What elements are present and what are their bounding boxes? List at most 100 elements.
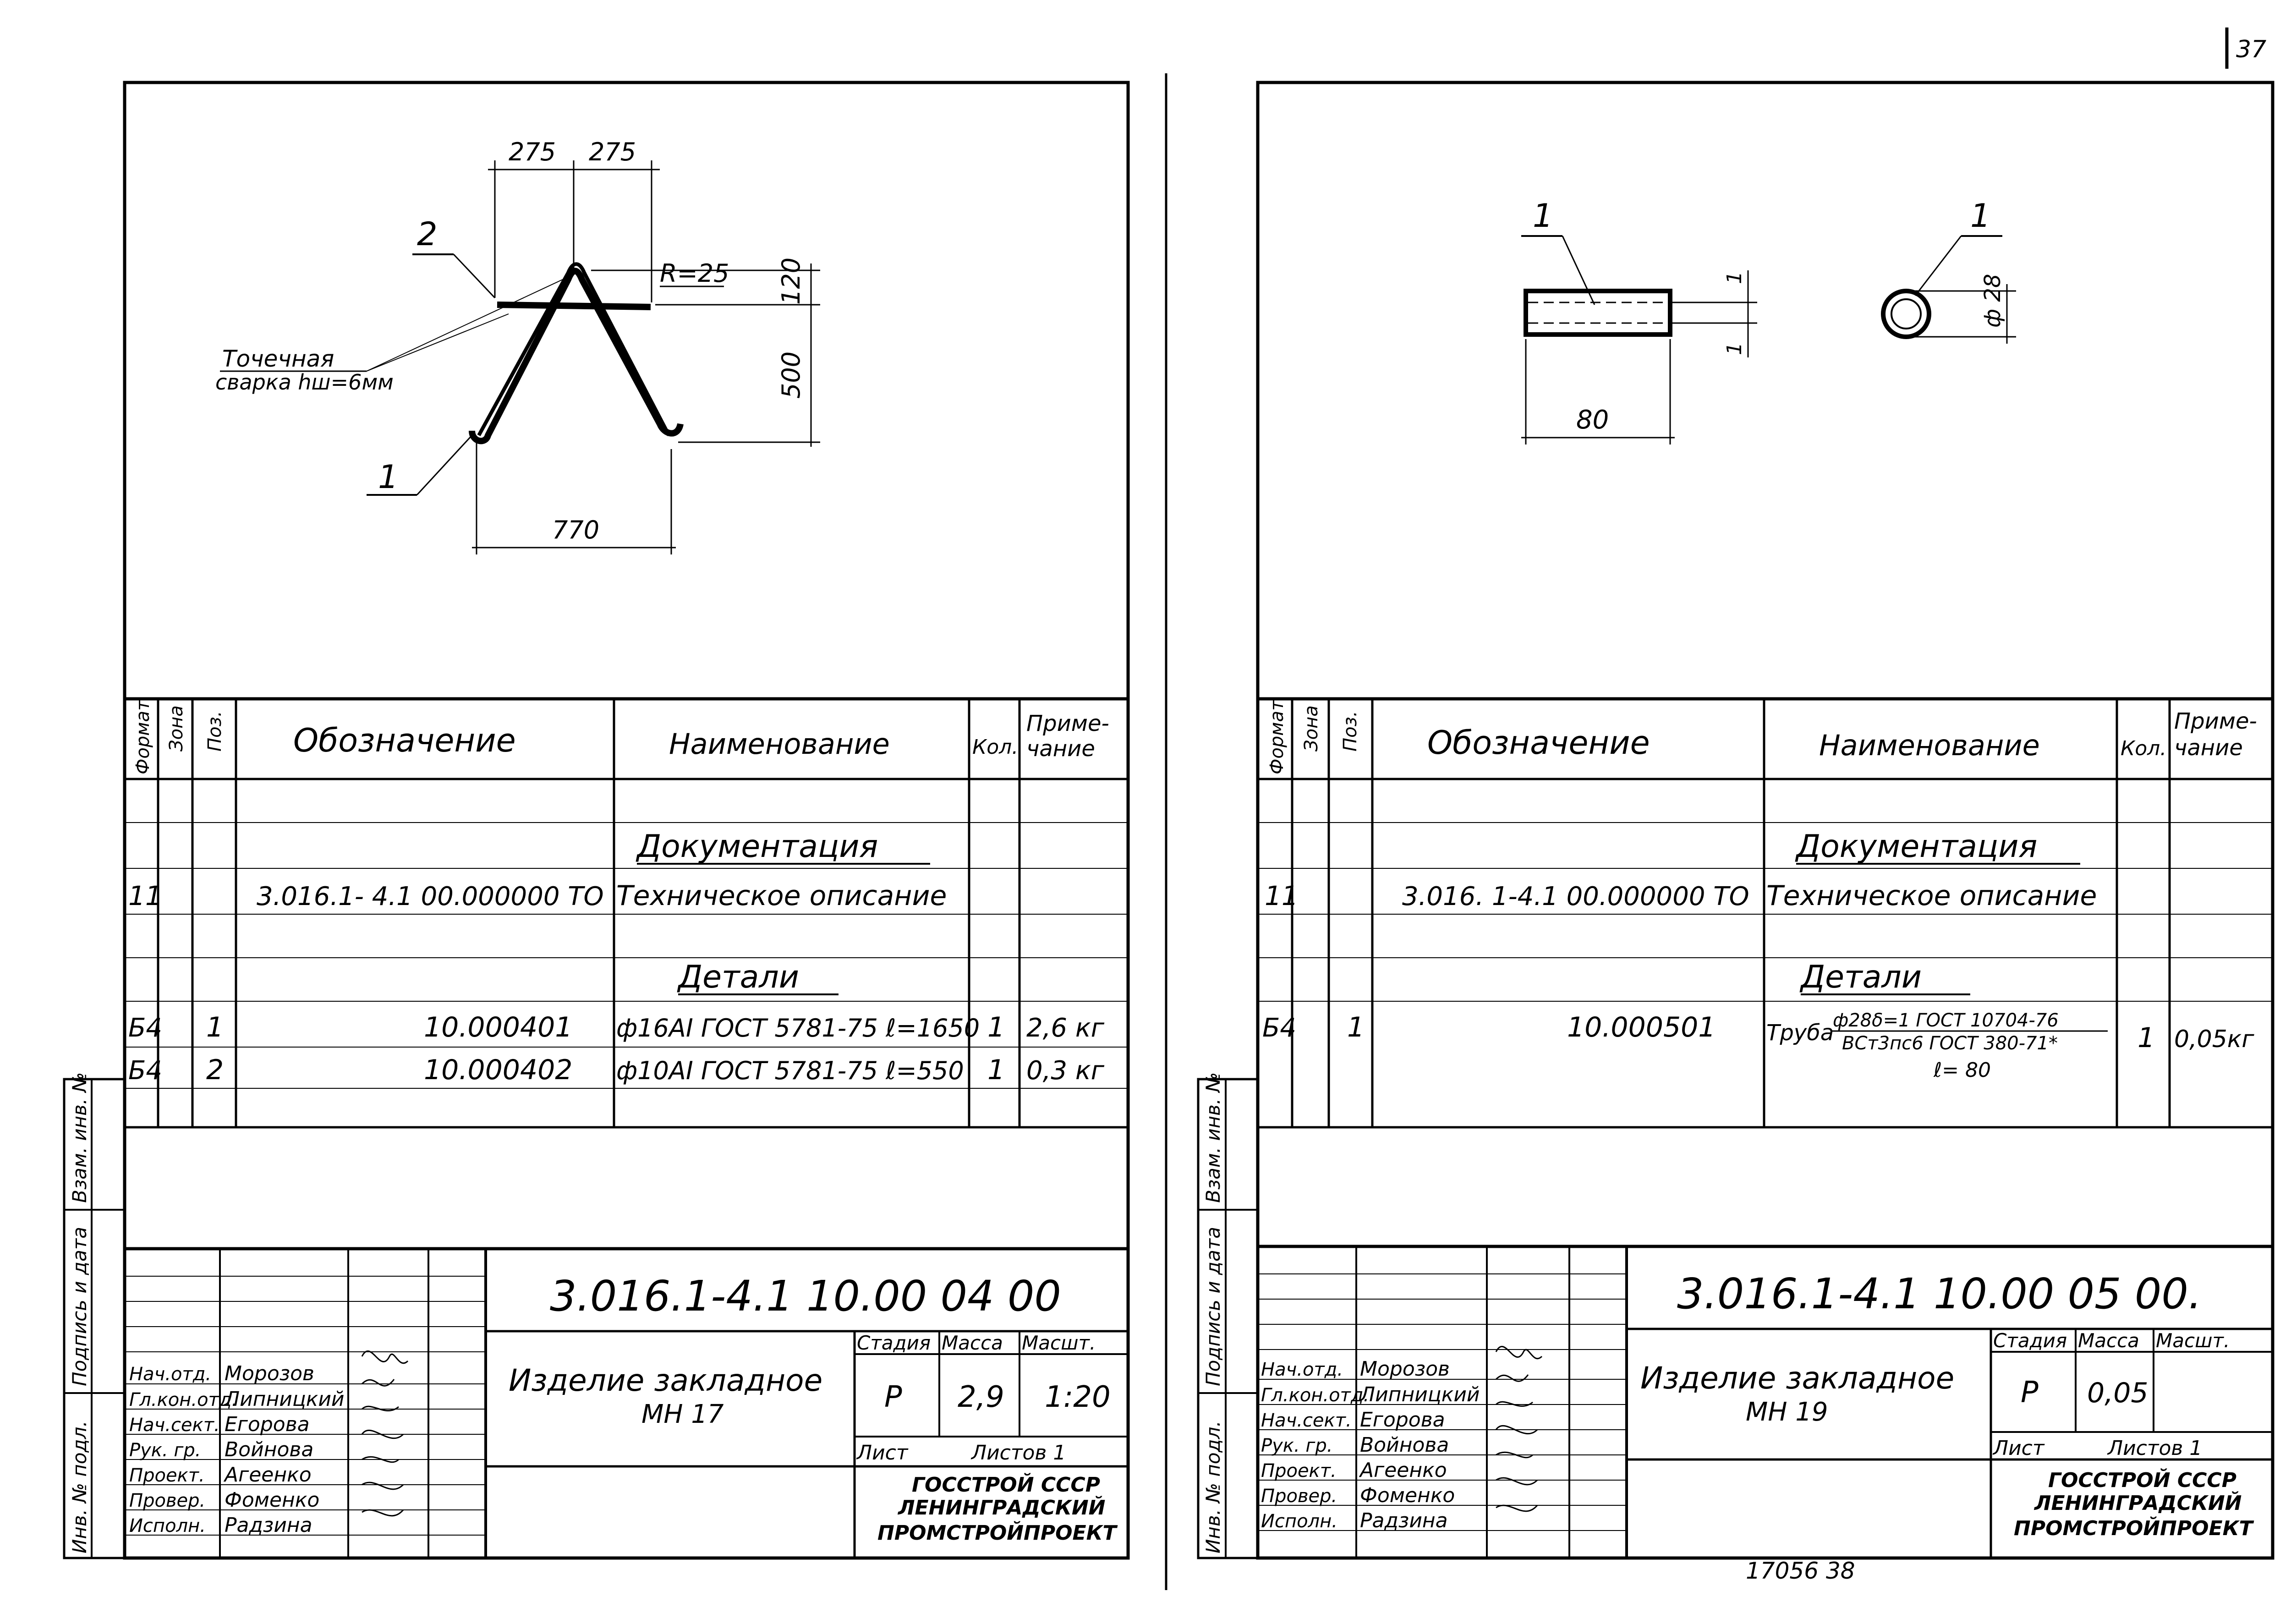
r-stage-value: Р bbox=[2021, 1376, 2039, 1410]
pos-2-label: 2 bbox=[417, 215, 438, 253]
hdr-qty: Кол. bbox=[972, 735, 1018, 759]
part-name-line1: Изделие закладное bbox=[509, 1363, 822, 1398]
hdr-note-line1: Приме- bbox=[1026, 711, 1109, 736]
section-details: Детали bbox=[677, 959, 799, 995]
right-spec-table: Формат Зона Поз. Обозначение Наименовани… bbox=[1258, 697, 2273, 1129]
r-org-line3: ПРОМСТРОЙПРОЕКТ bbox=[2014, 1516, 2254, 1540]
row1-note: 2,6 кг bbox=[1026, 1013, 1105, 1043]
row2-name: ф10АI ГОСТ 5781-75 ℓ=550 bbox=[616, 1056, 964, 1085]
r-stamp-inv-original: Инв. № подл. bbox=[1202, 1421, 1224, 1553]
r-signature-scribbles bbox=[1495, 1345, 1543, 1512]
r-org-line1: ГОССТРОЙ СССР bbox=[2048, 1468, 2236, 1492]
hdr-mass: Масса bbox=[942, 1332, 1003, 1354]
sheet-label: Лист bbox=[856, 1441, 909, 1465]
radius-label: R=25 bbox=[660, 259, 729, 288]
org-line2: ЛЕНИНГРАДСКИЙ bbox=[897, 1495, 1106, 1520]
row1-name: ф16АI ГОСТ 5781-75 ℓ=1650 bbox=[616, 1014, 980, 1042]
sheets-label: Листов 1 bbox=[970, 1441, 1066, 1465]
hdr-designation: Обозначение bbox=[293, 722, 516, 759]
row2-format: Б4 bbox=[128, 1056, 162, 1086]
r-row1-qty: 1 bbox=[2138, 1022, 2155, 1054]
page-number: 37 bbox=[2236, 36, 2266, 63]
weld-note-line1: Точечная bbox=[222, 346, 334, 372]
dim-275-right: 275 bbox=[589, 137, 636, 166]
row2-note: 0,3 кг bbox=[1026, 1056, 1105, 1086]
r-person-7: Радзина bbox=[1360, 1509, 1448, 1532]
row-doc-name: Техническое описание bbox=[616, 880, 947, 912]
hdr-zone: Зона bbox=[166, 705, 187, 752]
r-hdr-scale: Масшт. bbox=[2156, 1329, 2230, 1352]
dim-wall-bottom: 1 bbox=[1723, 342, 1746, 355]
left-part-drawing: 275 275 120 500 R=25 770 2 1 Точечная св… bbox=[215, 137, 820, 554]
dim-275-left: 275 bbox=[509, 137, 556, 166]
right-sheet: 1 1 80 1 ф 28 1 Формат Зона bbox=[1197, 81, 2275, 1584]
pos-1-label: 1 bbox=[378, 458, 399, 496]
scale-value: 1:20 bbox=[1045, 1380, 1111, 1414]
left-frame bbox=[123, 81, 1130, 1560]
r-row1-note: 0,05кг bbox=[2174, 1026, 2254, 1053]
left-title-block: 3.016.1-4.1 10.00 04 00 Изделие закладно… bbox=[125, 1247, 1128, 1558]
r-hdr-pos: Поз. bbox=[1340, 711, 1361, 752]
r-hdr-note-line2: чание bbox=[2174, 735, 2243, 761]
dim-770: 770 bbox=[552, 516, 599, 544]
r-org-line2: ЛЕНИНГРАДСКИЙ bbox=[2033, 1491, 2242, 1515]
stamp-signature-date: Подпись и дата bbox=[68, 1227, 91, 1386]
row1-qty: 1 bbox=[987, 1011, 1005, 1043]
r-row-doc-designation: 3.016. 1-4.1 00.000000 ТО bbox=[1402, 882, 1749, 911]
r-hdr-mass: Масса bbox=[2078, 1329, 2139, 1352]
r-role-3: Нач.сект. bbox=[1261, 1410, 1352, 1431]
r-row1-name-bottom: ВСт3пс6 ГОСТ 380-71* bbox=[1842, 1033, 2058, 1054]
org-line3: ПРОМСТРОЙПРОЕКТ bbox=[877, 1520, 1118, 1545]
right-frame bbox=[1256, 81, 2275, 1560]
hdr-stage: Стадия bbox=[857, 1332, 931, 1354]
r-role-6: Провер. bbox=[1261, 1486, 1337, 1507]
role-2: Гл.кон.отд. bbox=[129, 1389, 237, 1410]
mass-value: 2,9 bbox=[958, 1380, 1004, 1414]
r-person-4: Войнова bbox=[1360, 1433, 1449, 1457]
left-side-stamp: Взам. инв. № Подпись и дата Инв. № подл. bbox=[63, 1072, 126, 1559]
right-title-block: 3.016.1-4.1 10.00 05 00. Изделие закладн… bbox=[1258, 1245, 2273, 1558]
section-documentation: Документация bbox=[636, 828, 878, 865]
row1-designation: 10.000401 bbox=[424, 1011, 572, 1043]
r-part-name-line1: Изделие закладное bbox=[1640, 1361, 1954, 1396]
person-1: Морозов bbox=[225, 1362, 314, 1385]
hdr-note-line2: чание bbox=[1026, 736, 1095, 762]
hdr-format: Формат bbox=[132, 699, 153, 774]
r-doc-code: 3.016.1-4.1 10.00 05 00. bbox=[1677, 1269, 2202, 1318]
row-doc-format: 11 bbox=[128, 880, 162, 911]
pos-1-side-label: 1 bbox=[1533, 197, 1553, 235]
page-number-group: 37 bbox=[2225, 27, 2266, 69]
r-part-name-line2: МН 19 bbox=[1746, 1397, 1828, 1427]
part-name-line2: МН 17 bbox=[641, 1399, 724, 1429]
r-person-6: Фоменко bbox=[1360, 1484, 1455, 1507]
r-hdr-stage: Стадия bbox=[1993, 1329, 2067, 1352]
person-4: Войнова bbox=[225, 1438, 313, 1461]
r-hdr-note-line1: Приме- bbox=[2174, 708, 2257, 734]
right-side-stamp: Взам. инв. № Подпись и дата Инв. № подл. bbox=[1197, 1072, 1259, 1559]
person-7: Радзина bbox=[225, 1514, 312, 1537]
hdr-scale: Масшт. bbox=[1022, 1332, 1096, 1354]
r-role-1: Нач.отд. bbox=[1261, 1359, 1343, 1380]
r-hdr-designation: Обозначение bbox=[1427, 724, 1650, 762]
weld-note-line2: сварка hш=6мм bbox=[215, 370, 394, 395]
r-row1-format: Б4 bbox=[1262, 1013, 1296, 1043]
r-row1-name-top: ф28δ=1 ГОСТ 10704-76 bbox=[1833, 1010, 2059, 1031]
r-sheet-label: Лист bbox=[1992, 1437, 2045, 1460]
r-mass-value: 0,05 bbox=[2087, 1377, 2148, 1409]
r-role-4: Рук. гр. bbox=[1261, 1435, 1333, 1456]
dim-500: 500 bbox=[777, 351, 806, 399]
r-row-doc-name: Техническое описание bbox=[1766, 880, 2097, 912]
stamp-inv-replace: Взам. инв. № bbox=[68, 1072, 91, 1203]
role-1: Нач.отд. bbox=[129, 1364, 211, 1385]
hdr-name: Наименование bbox=[669, 727, 890, 761]
r-stamp-signature-date: Подпись и дата bbox=[1202, 1227, 1224, 1386]
r-section-documentation: Документация bbox=[1795, 828, 2037, 865]
row-doc-designation: 3.016.1- 4.1 00.000000 ТО bbox=[257, 882, 604, 911]
row2-qty: 1 bbox=[987, 1054, 1005, 1086]
row1-pos: 1 bbox=[206, 1011, 224, 1043]
hdr-pos: Поз. bbox=[204, 711, 225, 752]
role-5: Проект. bbox=[129, 1465, 205, 1486]
r-row1-designation: 10.000501 bbox=[1567, 1011, 1716, 1043]
role-7: Исполн. bbox=[129, 1515, 206, 1536]
left-spec-table: Формат Зона Поз. Обозначение Наименовани… bbox=[125, 697, 1128, 1129]
